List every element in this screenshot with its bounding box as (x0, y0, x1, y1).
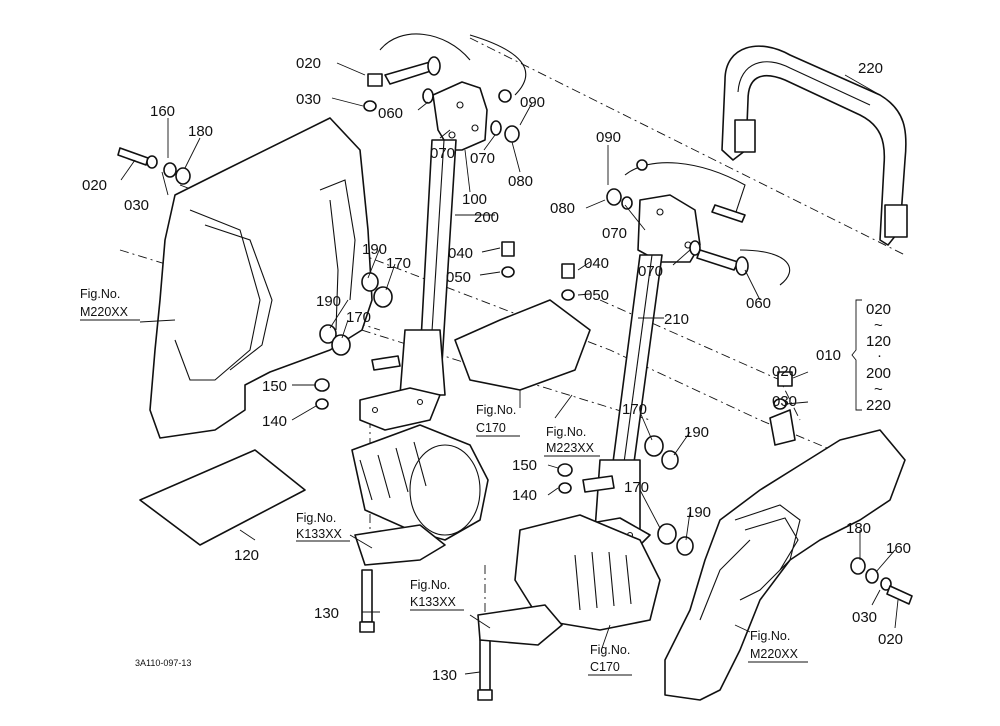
callout: 090 (520, 94, 545, 111)
callout: 070 (430, 145, 455, 162)
callout: 170 (346, 309, 371, 326)
callout: 220 (858, 60, 883, 77)
range-bracket (851, 299, 862, 411)
callout: 040 (448, 245, 473, 262)
callout: 020 (296, 55, 321, 72)
callout: 030 (296, 91, 321, 108)
svg-text:Fig.No.: Fig.No. (80, 287, 120, 301)
callout: 090 (596, 129, 621, 146)
callout: 080 (550, 200, 575, 217)
figref-k133-left: Fig.No. K133XX (296, 511, 350, 542)
callout: 060 (378, 105, 403, 122)
svg-text:Fig.No.: Fig.No. (590, 643, 630, 657)
range-tilde: ~ (874, 381, 883, 398)
svg-text:Fig.No.: Fig.No. (476, 403, 516, 417)
callout: 170 (622, 401, 647, 418)
callout: 070 (638, 263, 663, 280)
svg-text:Fig.No.: Fig.No. (296, 511, 336, 525)
range-end: 220 (866, 397, 891, 414)
svg-text:K133XX: K133XX (296, 527, 343, 541)
callout: 100 (462, 191, 487, 208)
callout: 060 (746, 295, 771, 312)
callout: 070 (470, 150, 495, 167)
callout: 120 (234, 547, 259, 564)
range-tilde: ~ (874, 317, 883, 334)
range-start: 020 (866, 301, 891, 318)
svg-text:K133XX: K133XX (410, 595, 457, 609)
callout: 130 (432, 667, 457, 684)
callout: 020 (878, 631, 903, 648)
hardware (117, 73, 913, 701)
callout: 010 (816, 347, 841, 364)
svg-text:M220XX: M220XX (80, 305, 129, 319)
range-value: 200 (866, 365, 891, 382)
callout: 190 (684, 424, 709, 441)
callout: 160 (150, 103, 175, 120)
figref-k133-right: Fig.No. K133XX (410, 578, 464, 611)
svg-text:C170: C170 (590, 660, 620, 674)
svg-text:M223XX: M223XX (546, 441, 595, 455)
callout: 040 (584, 255, 609, 272)
figref-m223: Fig.No. M223XX (544, 425, 600, 457)
figref-c170-right: Fig.No. C170 (588, 643, 632, 676)
callout: 070 (602, 225, 627, 242)
callout: 140 (512, 487, 537, 504)
callout: 020 (82, 177, 107, 194)
range-value: 120 (866, 333, 891, 350)
callout: 150 (262, 378, 287, 395)
range-dot: · (877, 347, 882, 364)
callout: 030 (124, 197, 149, 214)
callout: 050 (584, 287, 609, 304)
callout: 080 (508, 173, 533, 190)
left-fender (149, 117, 373, 439)
leader-lines (120, 62, 899, 675)
callout: 200 (474, 209, 499, 226)
right-fender (664, 429, 906, 701)
figure-references: Fig.No. M220XX Fig.No. C170 Fig.No. M223… (80, 287, 808, 676)
left-rops-post (359, 81, 488, 431)
callout: 020 (772, 363, 797, 380)
callout: 190 (686, 504, 711, 521)
figref-m220-right: Fig.No. M220XX (748, 629, 808, 663)
svg-text:Fig.No.: Fig.No. (410, 578, 450, 592)
callout: 130 (314, 605, 339, 622)
svg-text:Fig.No.: Fig.No. (546, 425, 586, 439)
callout: 140 (262, 413, 287, 430)
svg-text:C170: C170 (476, 421, 506, 435)
callout: 180 (846, 520, 871, 537)
callouts: 020 030 060 090 220 160 180 070 070 080 … (82, 55, 911, 684)
svg-text:M220XX: M220XX (750, 647, 799, 661)
callout: 190 (316, 293, 341, 310)
drawing-caption: 3A110-097-13 (135, 658, 191, 668)
callout: 170 (624, 479, 649, 496)
upper-rops-hoop (721, 45, 908, 246)
callout: 150 (512, 457, 537, 474)
callout: 170 (386, 255, 411, 272)
callout: 210 (664, 311, 689, 328)
svg-text:Fig.No.: Fig.No. (750, 629, 790, 643)
callout: 050 (446, 269, 471, 286)
callout: 190 (362, 241, 387, 258)
figref-m220-left: Fig.No. M220XX (80, 287, 140, 321)
callout: 030 (772, 393, 797, 410)
figref-c170-left: Fig.No. C170 (476, 403, 520, 437)
callout: 030 (852, 609, 877, 626)
right-rops-post (574, 194, 701, 556)
callout: 180 (188, 123, 213, 140)
axle-housings (139, 299, 661, 646)
callout: 160 (886, 540, 911, 557)
